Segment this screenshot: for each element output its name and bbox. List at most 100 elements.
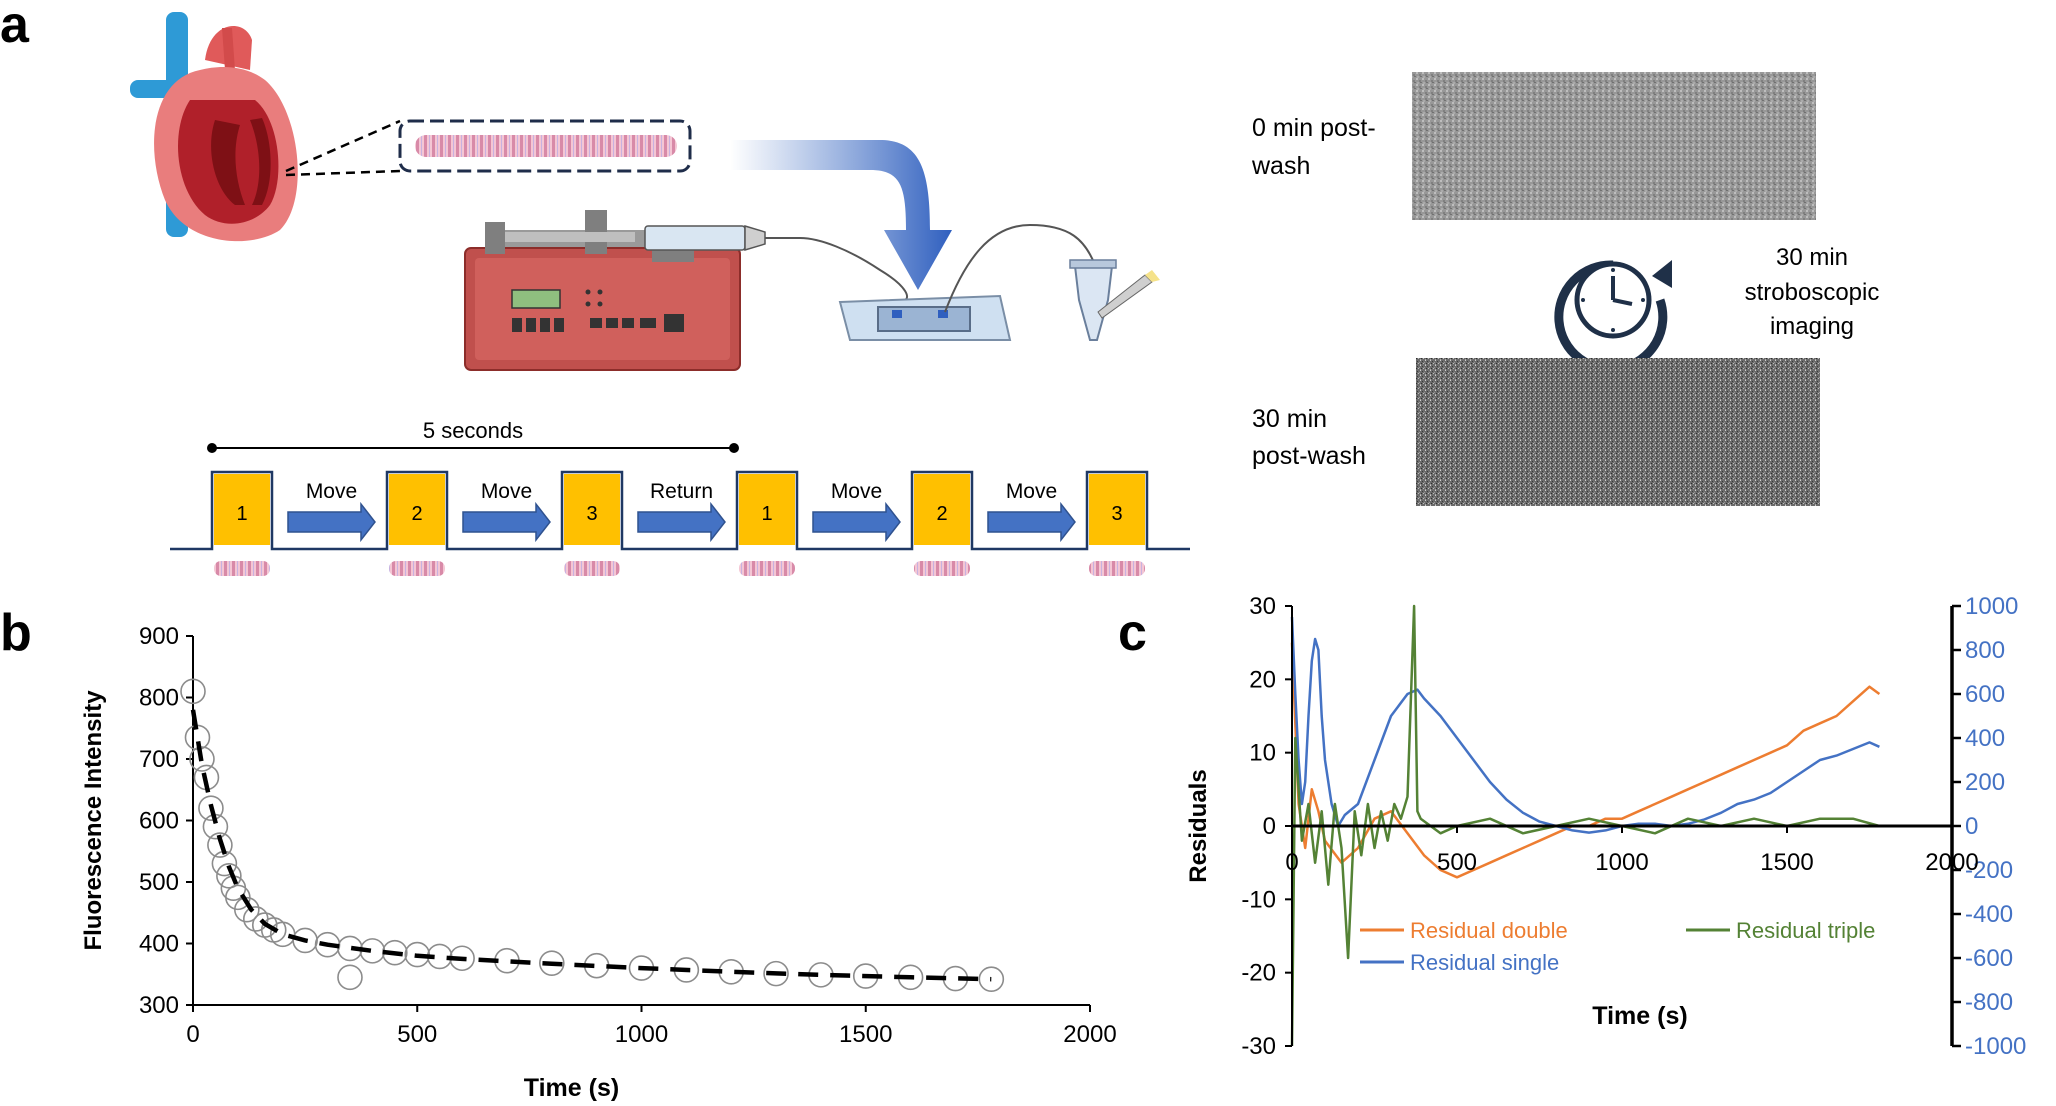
frame-label: 1 [761, 503, 772, 525]
timeline-label: 5 seconds [423, 418, 523, 443]
chart-b-x-tick-label: 1500 [839, 1021, 892, 1048]
cardiac-fiber-icon [415, 135, 677, 157]
chart-b-y-tick-label: 800 [139, 685, 179, 712]
chart-c-series-line [1290, 604, 1880, 1047]
frame-box [214, 474, 270, 545]
chart-c-y-tick-label: -30 [1241, 1033, 1276, 1060]
chart-c-series [1290, 604, 1881, 1047]
chart-c-residuals: -30-20-100102030-1000-800-600-400-200020… [1185, 593, 2026, 1060]
timeline-end-dot [729, 443, 739, 453]
chart-c-x-tick-label: 0 [1285, 849, 1298, 876]
frame-label: 3 [586, 503, 597, 525]
chart-c-x-tick-label: 1000 [1595, 849, 1648, 876]
image-bottom-label-line1: 30 min [1252, 405, 1327, 433]
chart-c-y2-tick-label: 0 [1965, 813, 1978, 840]
frame-box [739, 474, 795, 545]
chart-c-y-tick-label: 30 [1249, 593, 1276, 620]
panel-label-c: c [1118, 604, 1147, 662]
chart-c-legend-label: Residual single [1410, 950, 1559, 975]
chart-b-data-point [180, 678, 206, 705]
frame-box [914, 474, 970, 545]
chart-c-x-tick-label: 500 [1437, 849, 1477, 876]
chart-b-data-point [216, 863, 242, 889]
frame-box [564, 474, 620, 545]
chart-c-y-tick-label: -20 [1241, 960, 1276, 987]
chart-b-x-tick-label: 1000 [615, 1021, 668, 1048]
frame-fiber-icon [914, 561, 970, 576]
chart-c-x-tick-label: 1500 [1760, 849, 1813, 876]
frame-label: 3 [1111, 503, 1122, 525]
cycle-label-line3: imaging [1770, 313, 1854, 340]
flow-chamber-icon [838, 223, 1096, 341]
zoom-line-top [285, 119, 401, 173]
eppendorf-tube-icon [1069, 259, 1160, 341]
chart-c-y2-tick-label: 200 [1965, 769, 2005, 796]
frame-label: 1 [236, 503, 247, 525]
chart-b-data-point [763, 960, 789, 987]
chart-b-data-point [189, 746, 215, 772]
frame-box [1089, 474, 1145, 545]
chart-c-axes: -30-20-100102030-1000-800-600-400-200020… [1241, 593, 2026, 1060]
cycle-label-line2: stroboscopic [1745, 279, 1880, 306]
panel-label-a: a [0, 0, 30, 54]
frame-label: 2 [936, 503, 947, 525]
frame-fiber-icon [739, 561, 795, 576]
image-30min-postwash [1416, 358, 1820, 506]
chart-b-data-point [242, 906, 269, 932]
chart-c-y-tick-label: -10 [1241, 886, 1276, 913]
image-0min-haze [1412, 72, 1816, 220]
step-label: Move [831, 480, 882, 503]
cycle-label-line1: 30 min [1776, 244, 1848, 271]
frame-fiber-icon [389, 561, 445, 576]
chart-b-x-tick-label: 2000 [1063, 1021, 1116, 1048]
chart-c-y2-tick-label: 800 [1965, 637, 2005, 664]
step-arrow [637, 501, 726, 543]
step-arrow [287, 501, 376, 543]
frame-fiber-icon [564, 561, 620, 576]
chart-b-data-point [234, 896, 260, 923]
chart-c-y2-tick-label: -200 [1965, 857, 2013, 884]
image-top-label-line1: 0 min post- [1252, 114, 1376, 142]
chart-c-series-line [1290, 642, 1881, 879]
chart-b-y-axis-title: Fluorescence Intensity [80, 690, 107, 951]
chart-c-y2-tick-label: 400 [1965, 725, 2005, 752]
chart-b-points [180, 678, 1005, 992]
frame-fiber-icon [214, 561, 270, 576]
frame-box [389, 474, 445, 545]
chart-b-x-axis-title: Time (s) [524, 1074, 619, 1102]
chart-c-legend-label: Residual triple [1736, 918, 1875, 943]
chart-c-x-axis-title: Time (s) [1592, 1002, 1687, 1030]
chart-b-data-point [978, 966, 1005, 992]
syringe-pump-icon [464, 210, 908, 371]
step-arrow [812, 501, 901, 543]
image-0min-postwash [1412, 72, 1816, 220]
chart-c-y-tick-label: 0 [1263, 813, 1276, 840]
frame-fiber-icon [1089, 561, 1145, 576]
chart-c-y-tick-label: 20 [1249, 666, 1276, 693]
chart-c-y-axis-title: Residuals [1185, 769, 1212, 882]
chart-c-y2-tick-label: -1000 [1965, 1033, 2026, 1060]
chart-b-fit-line [190, 709, 992, 982]
chart-c-y2-tick-label: -400 [1965, 901, 2013, 928]
timeline-start-dot [207, 443, 217, 453]
step-label: Return [650, 480, 713, 503]
frame-label: 2 [411, 503, 422, 525]
chart-c-x-tick-label: 2000 [1925, 849, 1978, 876]
chart-b-data-point [314, 931, 341, 958]
heart-illustration [130, 12, 298, 242]
chart-b-y-tick-label: 500 [139, 869, 179, 896]
step-arrow [987, 501, 1076, 543]
step-label: Move [1006, 480, 1057, 503]
chart-b-y-tick-label: 300 [139, 992, 179, 1019]
chart-b-outlier-point [337, 964, 363, 991]
step-label: Move [481, 480, 532, 503]
zoom-line-bottom [285, 169, 401, 177]
step-arrow [462, 501, 551, 543]
image-top-label-line2: wash [1251, 152, 1310, 180]
pulse-waveform [170, 470, 1190, 551]
